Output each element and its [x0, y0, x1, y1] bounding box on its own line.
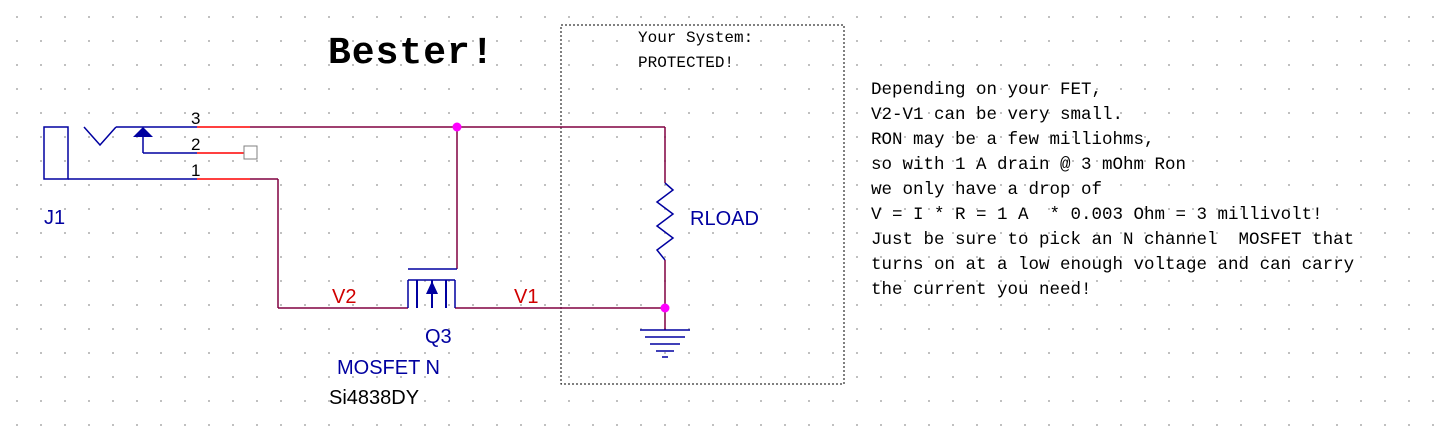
resistor-rload: RLOAD — [655, 182, 759, 261]
pin2-label: 2 — [191, 135, 200, 154]
net-label-v2: V2 — [332, 286, 356, 308]
note-line: we only have a drop of — [871, 180, 1102, 200]
note-line: turns on at a low enough voltage and can… — [871, 255, 1354, 275]
note-line: Just be sure to pick an N channel MOSFET… — [871, 230, 1354, 250]
diagram-title: Bester! — [328, 32, 495, 75]
note-line: the current you need! — [871, 280, 1092, 300]
jack-contact-notch — [83, 126, 117, 147]
pin2-unconnected-marker — [243, 145, 258, 160]
jack-arrow-icon — [133, 127, 153, 137]
mosfet-ref: Q3 — [425, 326, 452, 348]
mosfet-type: MOSFET N — [337, 357, 440, 379]
connector-j1: 3 2 1 J1 — [43, 109, 258, 229]
net-label-v1: V1 — [514, 286, 538, 308]
note-line: V = I * R = 1 A * 0.003 Ohm = 3 millivol… — [871, 205, 1323, 225]
resistor-label: RLOAD — [690, 208, 759, 230]
junction-top — [452, 122, 462, 132]
notes-block: Depending on your FET, V2-V1 can be very… — [871, 80, 1354, 300]
system-box — [560, 24, 845, 385]
pin3-label: 3 — [191, 109, 200, 128]
mosfet-q3: Q3 MOSFET N Si4838DY — [329, 268, 457, 409]
junction-bottom — [660, 303, 670, 313]
note-line: so with 1 A drain @ 3 mOhm Ron — [871, 155, 1186, 175]
note-line: RON may be a few milliohms, — [871, 130, 1155, 150]
system-box-line2: PROTECTED! — [638, 54, 734, 72]
connector-ref: J1 — [44, 207, 65, 229]
mosfet-part: Si4838DY — [329, 387, 419, 409]
note-line: Depending on your FET, — [871, 80, 1102, 100]
pin1-label: 1 — [191, 161, 200, 180]
jack-body — [43, 126, 69, 180]
note-line: V2-V1 can be very small. — [871, 105, 1123, 125]
resistor-zigzag — [655, 182, 675, 261]
wires — [250, 126, 666, 330]
system-box-line1: Your System: — [638, 29, 753, 47]
ground-symbol — [640, 329, 690, 358]
mosfet-arrow-icon — [426, 281, 438, 294]
